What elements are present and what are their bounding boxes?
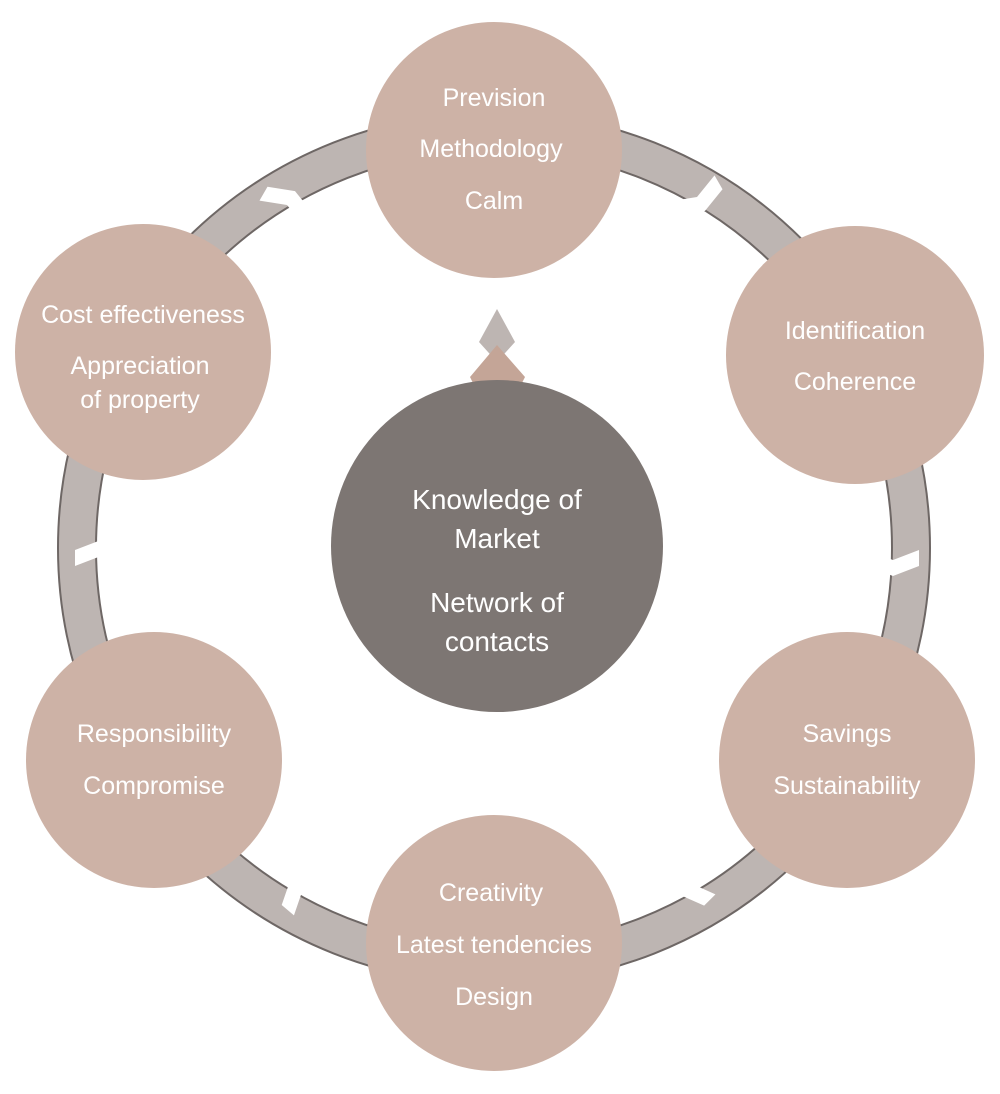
node-line: Compromise bbox=[83, 772, 225, 800]
node-line: Design bbox=[455, 983, 533, 1011]
node-circle bbox=[719, 632, 975, 888]
center-node-line: Network of bbox=[430, 587, 564, 618]
node-circle bbox=[366, 22, 622, 278]
ring-chevron-markers bbox=[75, 175, 919, 916]
node-line: Cost effectiveness bbox=[41, 301, 245, 329]
center-node-line: Knowledge of bbox=[412, 484, 582, 515]
node-line: Prevision bbox=[443, 84, 546, 112]
node-upper-right: Identification Coherence bbox=[726, 226, 984, 484]
node-line: Sustainability bbox=[773, 772, 921, 800]
chevron-marker bbox=[669, 175, 723, 216]
node-top: Prevision Methodology Calm bbox=[366, 22, 622, 278]
center-node: Knowledge of Market Network of contacts bbox=[331, 380, 663, 712]
node-line: of property bbox=[80, 386, 200, 414]
node-lower-right: Savings Sustainability bbox=[719, 632, 975, 888]
node-line: Identification bbox=[785, 317, 925, 345]
node-line: Calm bbox=[465, 187, 523, 215]
node-upper-left: Cost effectiveness Appreciation of prope… bbox=[15, 224, 271, 480]
node-line: Methodology bbox=[419, 135, 563, 163]
node-line: Latest tendencies bbox=[396, 931, 592, 959]
node-line: Appreciation bbox=[71, 352, 210, 380]
node-bottom: Creativity Latest tendencies Design bbox=[366, 815, 622, 1071]
center-node-line: contacts bbox=[445, 626, 549, 657]
node-line: Creativity bbox=[439, 879, 544, 907]
center-node-circle bbox=[331, 380, 663, 712]
node-circle bbox=[26, 632, 282, 888]
chevron-marker bbox=[667, 857, 716, 906]
pointer-top-diamond bbox=[479, 309, 515, 362]
node-circle bbox=[366, 815, 622, 1071]
chevron-marker bbox=[281, 865, 328, 916]
node-circle bbox=[726, 226, 984, 484]
chevron-marker bbox=[867, 550, 919, 576]
chevron-marker bbox=[259, 186, 313, 227]
chevron-marker bbox=[75, 540, 127, 566]
node-lower-left: Responsibility Compromise bbox=[26, 632, 282, 888]
center-node-line: Market bbox=[454, 523, 540, 554]
node-line: Responsibility bbox=[77, 720, 232, 748]
node-line: Savings bbox=[803, 720, 892, 748]
node-line: Coherence bbox=[794, 368, 916, 396]
node-circle bbox=[15, 224, 271, 480]
